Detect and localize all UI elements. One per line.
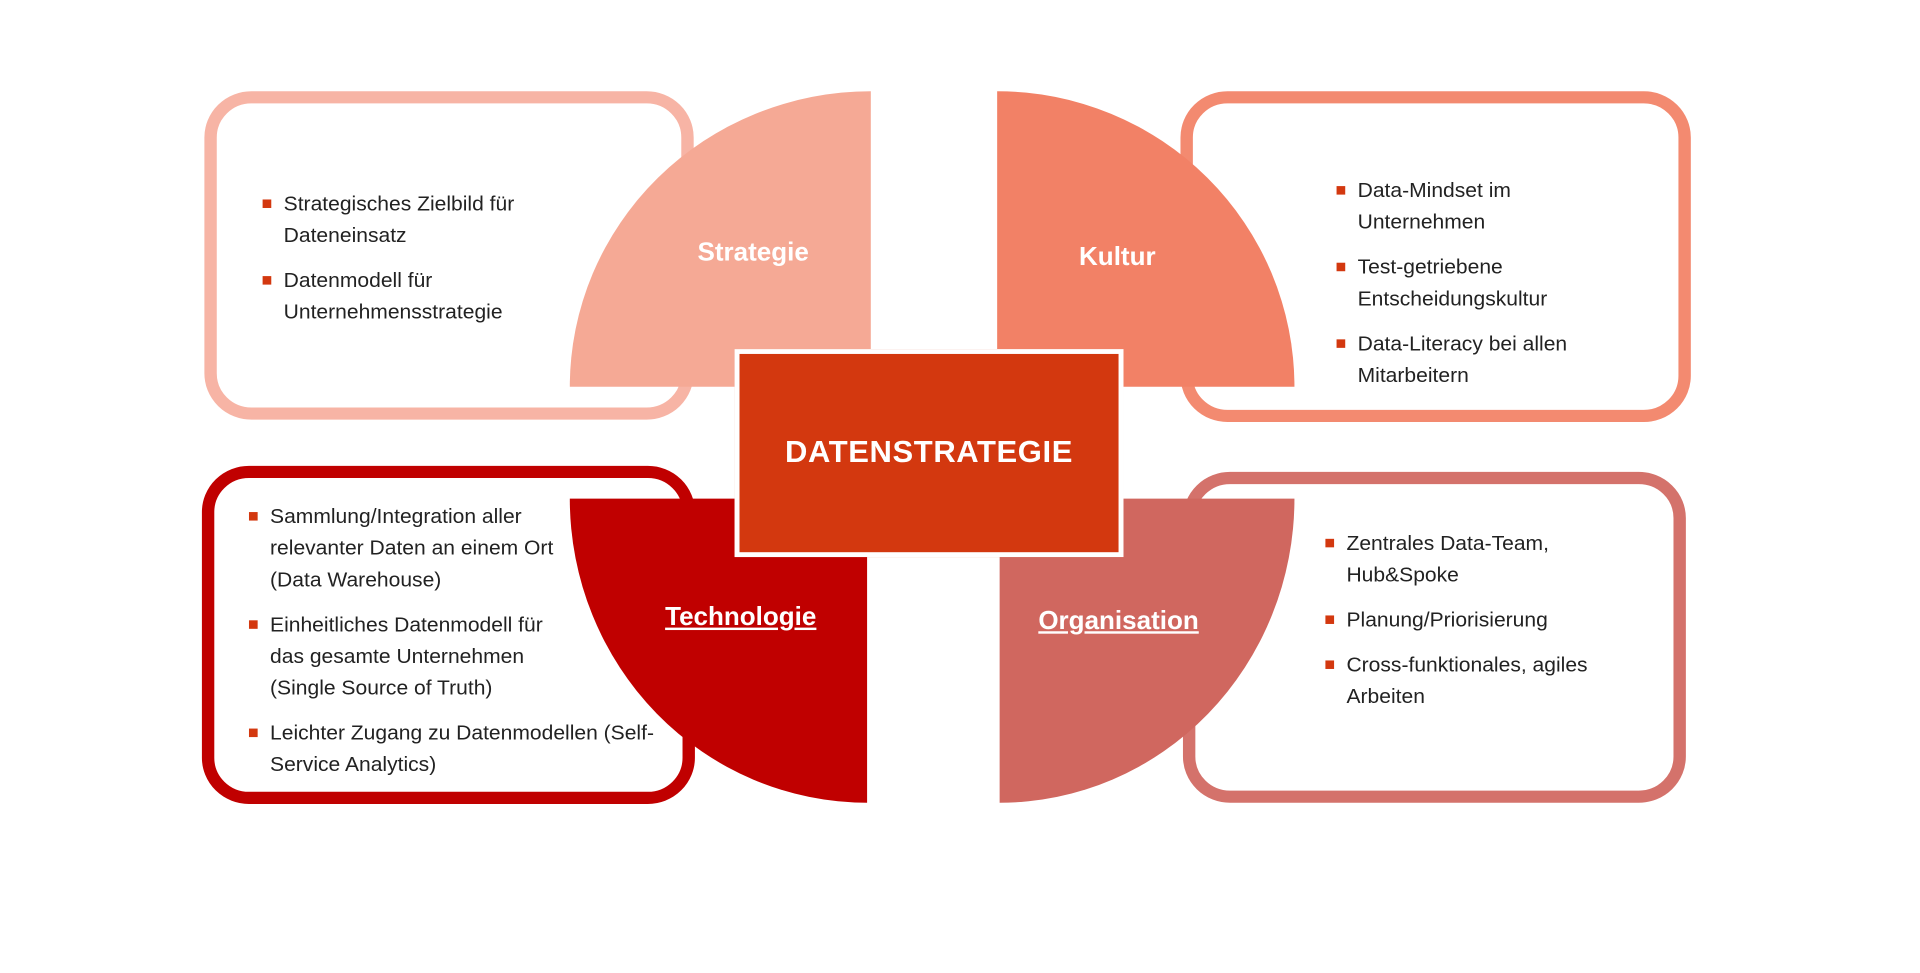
list-item: Data-Mindset im Unternehmen <box>1336 175 1622 238</box>
center-title-box: DATENSTRATEGIE <box>734 349 1124 558</box>
center-title: DATENSTRATEGIE <box>785 435 1074 470</box>
strategie-quarter <box>569 91 871 387</box>
kultur-label: Kultur <box>1079 243 1156 272</box>
list-item: Cross-funktionales, agiles Arbeiten <box>1325 650 1610 713</box>
organisation-label: Organisation <box>1038 606 1199 635</box>
strategie-list: Strategisches Zielbild für Dateneinsatz … <box>262 189 585 342</box>
technologie-list: Sammlung/Integration aller relevanter Da… <box>248 501 654 794</box>
technologie-quarter <box>569 498 868 803</box>
list-item: Zentrales Data-Team, Hub&Spoke <box>1325 528 1610 591</box>
list-item: Leichter Zugang zu Datenmodellen (Self-S… <box>248 718 666 781</box>
technologie-label: Technologie <box>665 603 817 632</box>
kultur-list: Data-Mindset im Unternehmen Test-getrieb… <box>1336 175 1622 405</box>
list-item: Data-Literacy bei allen Mitarbeitern <box>1336 328 1622 391</box>
list-item: Strategisches Zielbild für Dateneinsatz <box>262 189 585 252</box>
kultur-quarter <box>997 91 1295 387</box>
strategie-label: Strategie <box>697 238 809 267</box>
organisation-list: Zentrales Data-Team, Hub&Spoke Planung/P… <box>1325 528 1610 726</box>
list-item: Sammlung/Integration aller relevanter Da… <box>248 501 565 596</box>
list-item: Test-getriebene Entscheidungskultur <box>1336 252 1622 315</box>
list-item: Einheitliches Datenmodell für das gesamt… <box>248 609 565 704</box>
organisation-quarter <box>999 498 1295 803</box>
kultur-box <box>1180 91 1691 423</box>
list-item: Planung/Priorisierung <box>1325 605 1610 637</box>
list-item: Datenmodell für Unternehmensstrategie <box>262 265 585 328</box>
